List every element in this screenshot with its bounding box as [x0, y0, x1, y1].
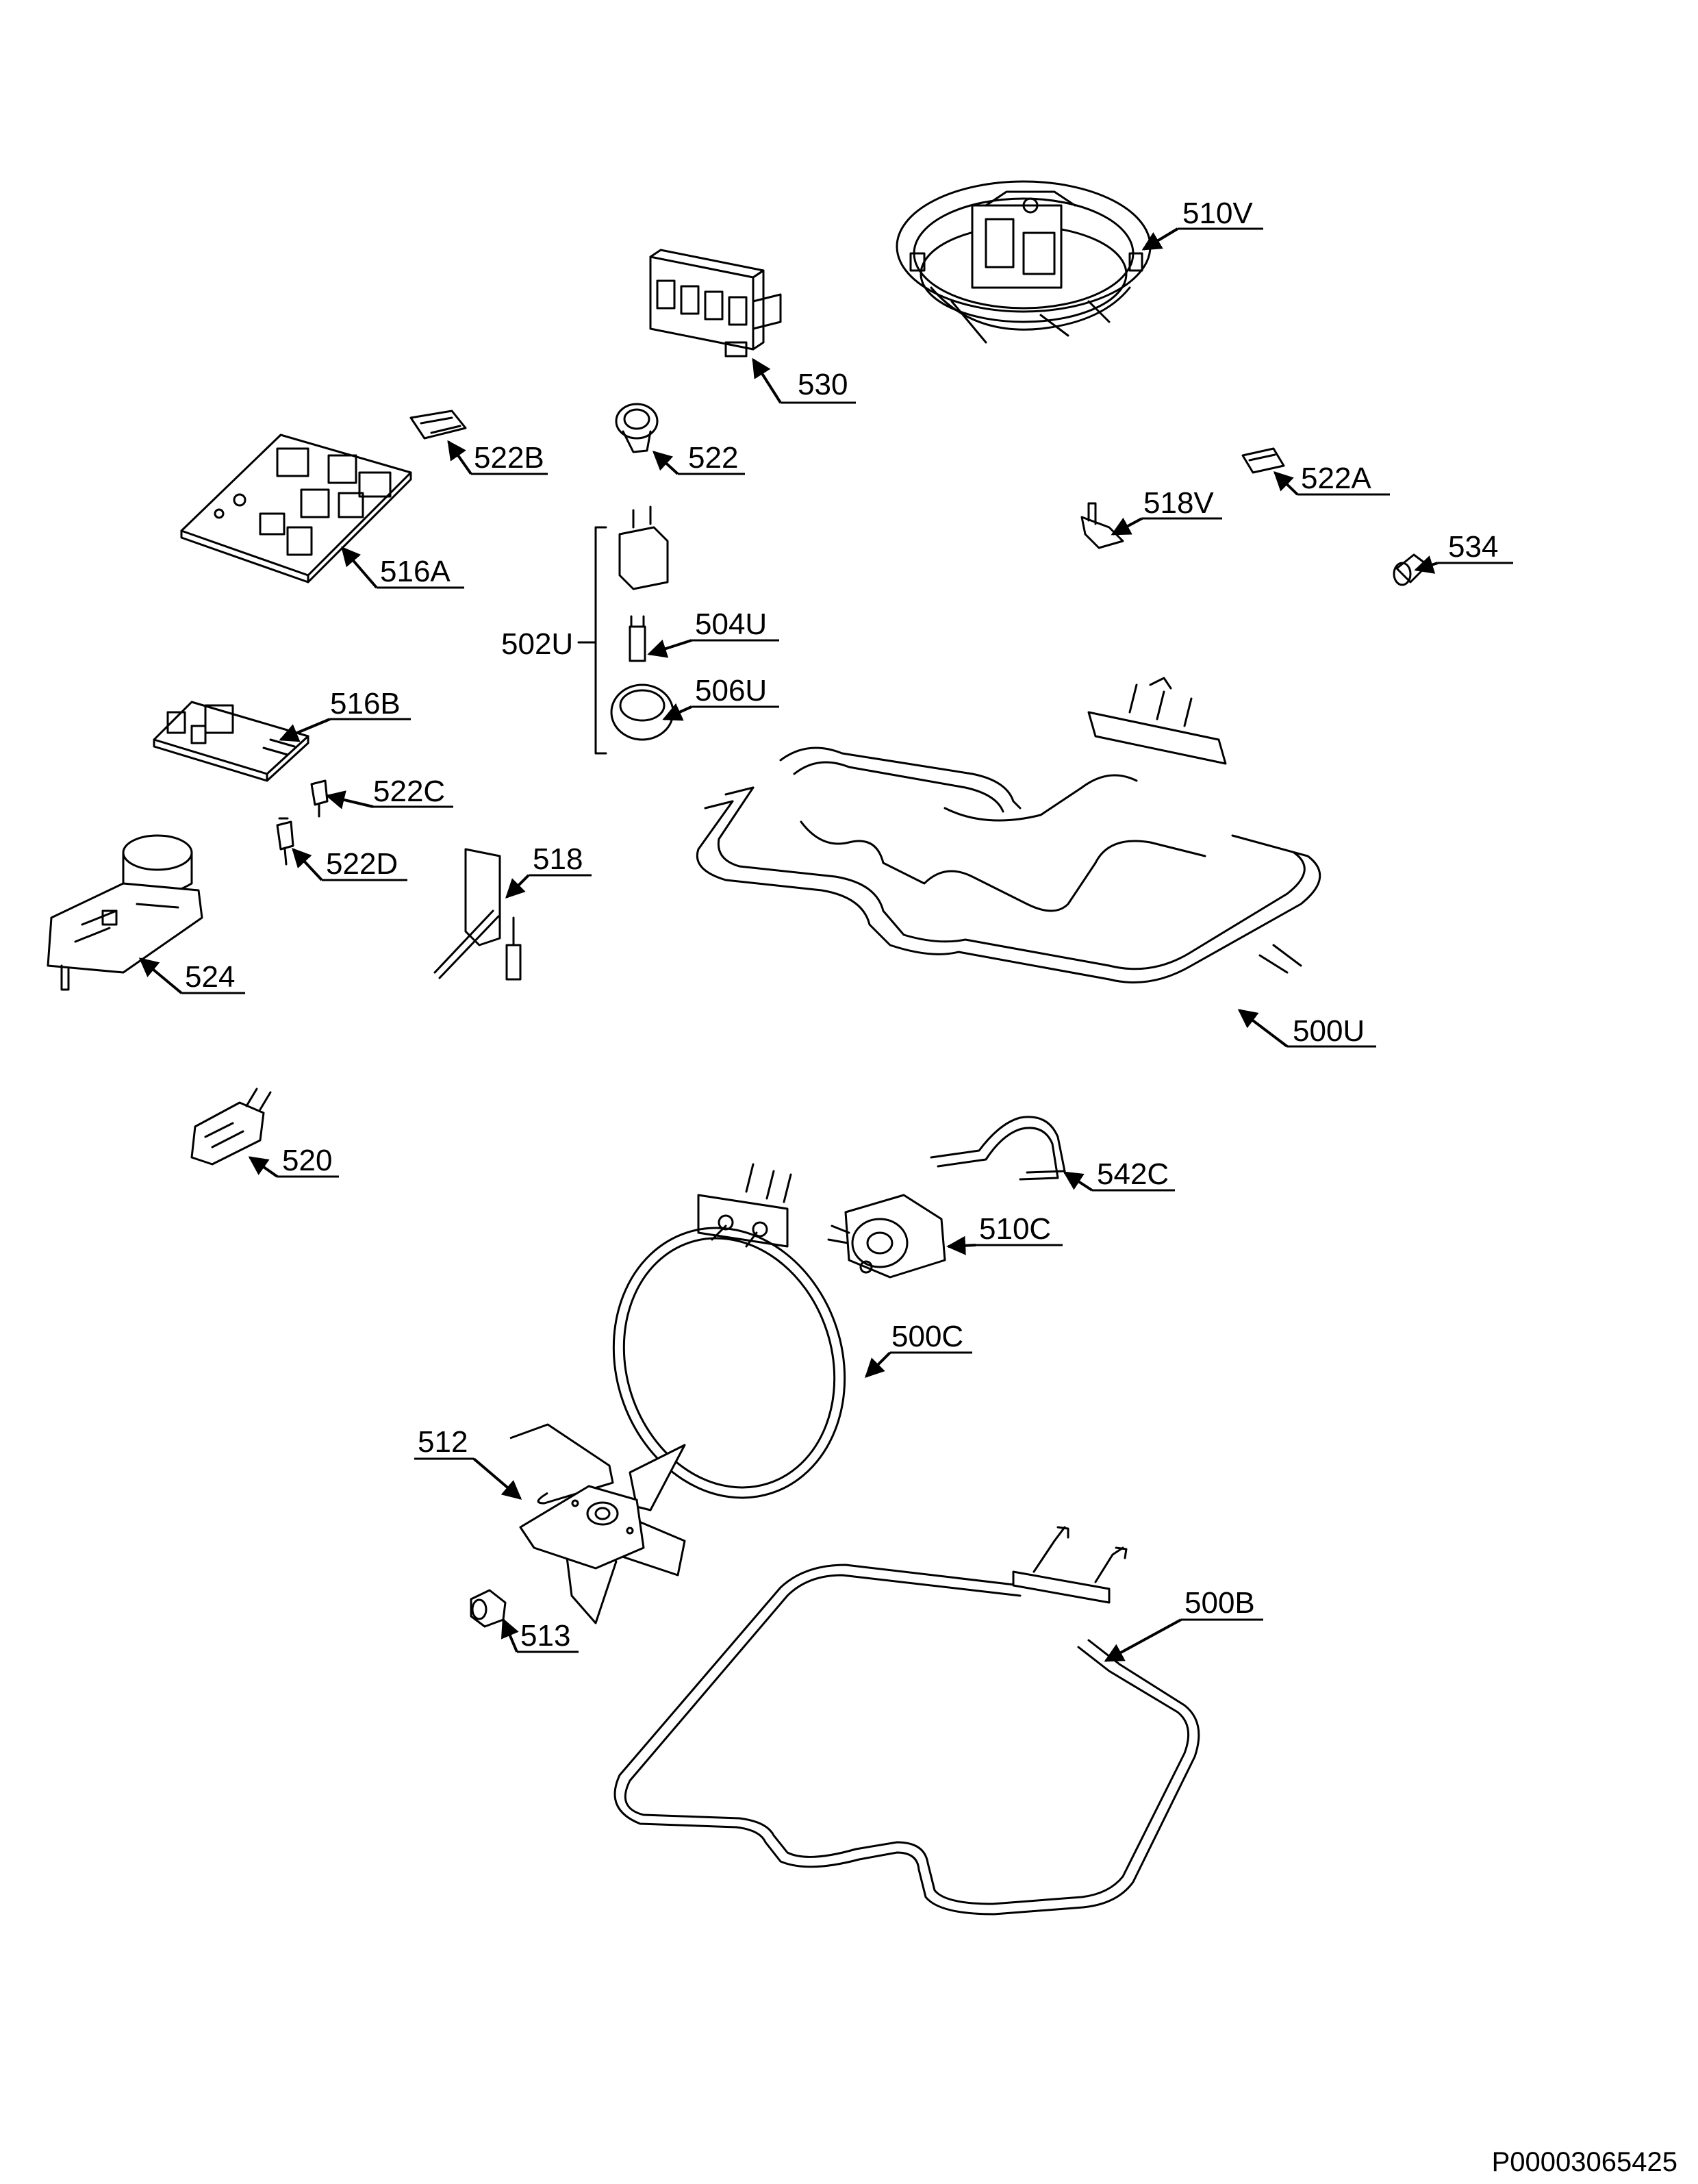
callout-518: 518 — [505, 842, 592, 899]
callout-516B: 516B — [279, 687, 411, 742]
callout-label-502U: 502U — [501, 627, 573, 661]
callout-524: 524 — [138, 957, 245, 994]
part-510C-fan-motor — [827, 1194, 946, 1279]
callout-513: 513 — [500, 1618, 579, 1653]
callout-500C: 500C — [865, 1320, 972, 1378]
callout-542C: 542C — [1063, 1157, 1175, 1192]
callout-530: 530 — [752, 357, 856, 404]
part-512-fan-blade — [509, 1423, 686, 1624]
callout-label-522: 522 — [688, 441, 738, 475]
callout-522: 522 — [652, 441, 745, 475]
callout-label-534: 534 — [1448, 530, 1498, 564]
callout-label-510V: 510V — [1182, 197, 1253, 230]
part-518V-sensor-bracket — [1080, 502, 1124, 549]
callout-518V: 518V — [1111, 486, 1222, 536]
part-522B-clip — [409, 410, 467, 440]
part-502U-lamp-assembly — [577, 505, 674, 755]
callout-label-522A: 522A — [1301, 462, 1371, 495]
callout-504U: 504U — [647, 607, 779, 658]
part-516A-control-board — [180, 434, 412, 583]
callout-510C: 510C — [946, 1212, 1063, 1255]
part-500B-bottom-element — [613, 1526, 1200, 1916]
callout-label-522B: 522B — [474, 441, 544, 475]
part-522-lamp-clip — [615, 403, 659, 453]
part-520-switch — [190, 1088, 272, 1166]
callout-label-530: 530 — [798, 368, 848, 401]
part-513-nut — [470, 1589, 507, 1628]
callout-label-542C: 542C — [1097, 1157, 1169, 1191]
callout-502U: 502U — [501, 627, 573, 661]
callout-label-520: 520 — [282, 1144, 332, 1177]
part-500C-circular-element — [612, 1163, 846, 1499]
part-534-cap — [1393, 553, 1429, 586]
part-518-sensor — [433, 848, 522, 981]
callout-label-513: 513 — [520, 1619, 570, 1653]
callout-label-500C: 500C — [891, 1320, 963, 1353]
part-516B-board — [153, 701, 309, 782]
callout-label-518V: 518V — [1143, 486, 1214, 520]
callout-label-522D: 522D — [326, 847, 398, 881]
part-522C-connector — [310, 779, 329, 818]
document-id: P00003065425 — [1492, 2147, 1677, 2177]
callout-510V: 510V — [1141, 197, 1263, 251]
callout-522B: 522B — [447, 440, 548, 475]
part-524-door-lock — [47, 834, 203, 991]
callout-label-516B: 516B — [330, 687, 401, 720]
callout-534: 534 — [1414, 530, 1513, 574]
callout-label-500B: 500B — [1184, 1586, 1255, 1620]
callout-500U: 500U — [1237, 1009, 1376, 1048]
callout-label-516A: 516A — [380, 555, 451, 588]
callout-520: 520 — [248, 1144, 339, 1178]
callout-label-510C: 510C — [979, 1212, 1051, 1246]
part-500U-grill-element — [696, 677, 1321, 983]
part-510V-fan-motor — [896, 180, 1152, 344]
callout-516A: 516A — [341, 546, 464, 589]
callout-label-500U: 500U — [1293, 1014, 1365, 1048]
part-522A-clip — [1241, 447, 1285, 474]
callout-512: 512 — [414, 1425, 522, 1500]
callout-label-512: 512 — [418, 1425, 468, 1459]
part-530-terminal-block — [649, 249, 782, 357]
callout-label-522C: 522C — [373, 775, 445, 808]
callout-522D: 522D — [292, 847, 407, 881]
callout-label-518: 518 — [533, 842, 583, 876]
callout-label-504U: 504U — [695, 607, 767, 641]
callout-522A: 522A — [1273, 462, 1390, 496]
callout-label-506U: 506U — [695, 674, 767, 707]
callout-500B: 500B — [1104, 1586, 1263, 1662]
part-542C-clip — [930, 1116, 1066, 1181]
callout-506U: 506U — [662, 674, 779, 721]
part-522D-connector — [276, 817, 294, 866]
callout-522C: 522C — [325, 775, 453, 809]
callout-label-524: 524 — [185, 960, 235, 994]
